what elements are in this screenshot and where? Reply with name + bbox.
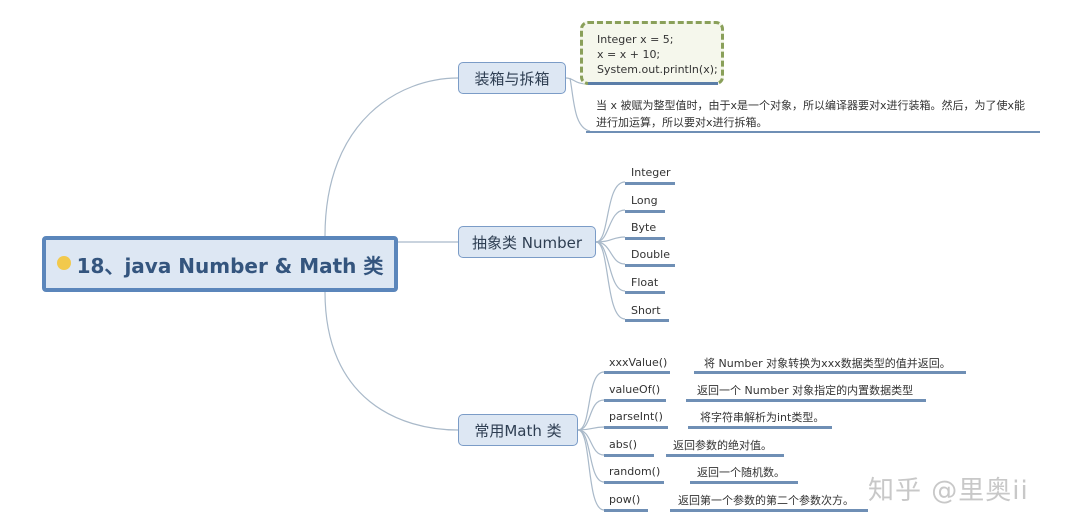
leaf-underline xyxy=(625,210,665,213)
leaf-float[interactable]: Float xyxy=(631,276,659,289)
branch-boxing-unboxing[interactable]: 装箱与拆箱 xyxy=(458,62,566,94)
leaf-underline xyxy=(625,182,675,185)
code-line: x = x + 10; xyxy=(597,48,661,61)
leaf-underline xyxy=(625,237,665,240)
method-desc: 返回第一个参数的第二个参数次方。 xyxy=(678,494,854,507)
method-underline xyxy=(604,481,664,484)
method-underline xyxy=(604,371,670,374)
central-topic[interactable]: 18、java Number & Math 类 xyxy=(42,236,398,292)
code-line: System.out.println(x); xyxy=(597,63,718,76)
leaf-short[interactable]: Short xyxy=(631,304,661,317)
code-line: Integer x = 5; xyxy=(597,33,674,46)
method-abs[interactable]: abs() xyxy=(609,438,638,451)
method-desc: 返回一个 Number 对象指定的内置数据类型 xyxy=(697,384,914,397)
leaf-integer[interactable]: Integer xyxy=(631,166,671,179)
method-random[interactable]: random() xyxy=(609,465,661,478)
central-topic-title: 18、java Number & Math 类 xyxy=(76,253,384,278)
smiley-icon xyxy=(56,256,71,270)
method-underline xyxy=(604,399,666,402)
branch-label: 装箱与拆箱 xyxy=(474,69,550,88)
method-underline xyxy=(604,426,668,429)
desc-underline xyxy=(694,371,966,374)
boxing-note: 当 x 被赋为整型值时，由于x是一个对象，所以编译器要对x进行装箱。然后，为了使… xyxy=(596,99,1026,129)
code-snippet: Integer x = 5; x = x + 10; System.out.pr… xyxy=(580,21,724,85)
desc-underline xyxy=(688,426,832,429)
desc-underline xyxy=(666,454,784,457)
branch-math-class[interactable]: 常用Math 类 xyxy=(458,414,578,446)
desc-underline xyxy=(686,399,926,402)
method-desc: 返回一个随机数。 xyxy=(697,466,785,479)
code-underline xyxy=(588,82,718,85)
method-underline xyxy=(604,509,648,512)
leaf-underline xyxy=(625,291,665,294)
method-xxxvalue[interactable]: xxxValue() xyxy=(609,356,668,369)
watermark: 知乎 @里奥ii xyxy=(868,476,1029,506)
leaf-underline xyxy=(625,319,669,322)
desc-underline xyxy=(670,509,868,512)
leaf-long[interactable]: Long xyxy=(631,194,658,207)
leaf-double[interactable]: Double xyxy=(631,248,670,261)
branch-label: 常用Math 类 xyxy=(474,421,562,440)
method-parseint[interactable]: parseInt() xyxy=(609,410,663,423)
method-desc: 将字符串解析为int类型。 xyxy=(700,411,825,424)
method-valueof[interactable]: valueOf() xyxy=(609,383,661,396)
desc-underline xyxy=(690,481,798,484)
leaf-byte[interactable]: Byte xyxy=(631,221,657,234)
leaf-underline xyxy=(625,264,675,267)
branch-label: 抽象类 Number xyxy=(471,233,583,252)
method-pow[interactable]: pow() xyxy=(609,493,641,506)
branch-abstract-number[interactable]: 抽象类 Number xyxy=(458,226,596,258)
method-underline xyxy=(604,454,654,457)
method-desc: 将 Number 对象转换为xxx数据类型的值并返回。 xyxy=(704,357,951,370)
method-desc: 返回参数的绝对值。 xyxy=(673,439,772,452)
note-underline xyxy=(586,131,1040,133)
